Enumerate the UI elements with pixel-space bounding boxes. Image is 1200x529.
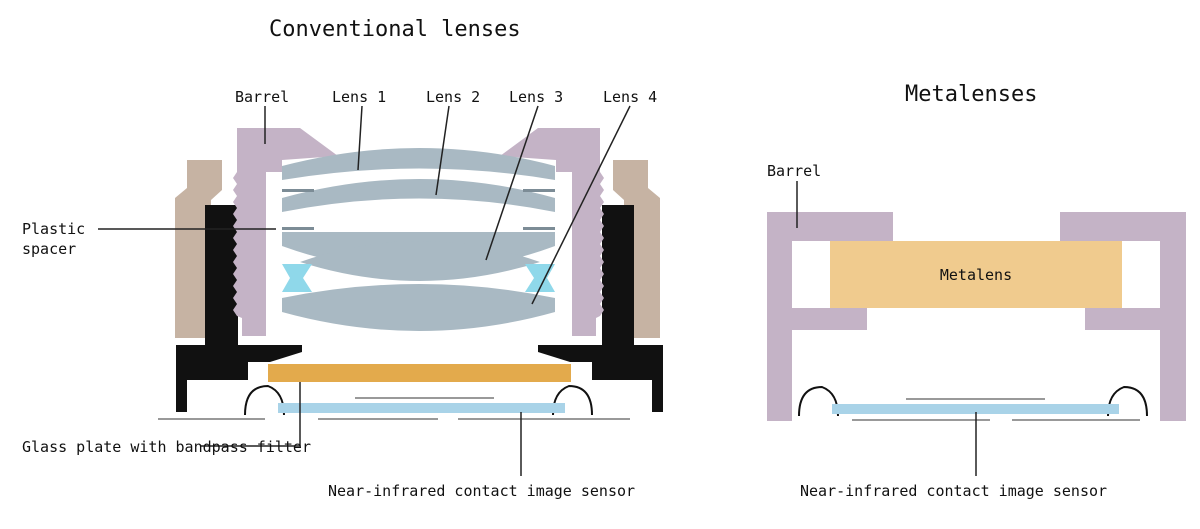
label-lens-1: Lens 1 — [332, 88, 387, 106]
black-housing-left — [176, 205, 302, 412]
leader-lens-2 — [435, 105, 450, 196]
metalens-assembly — [767, 181, 1186, 476]
metalens-barrel-left — [767, 212, 893, 421]
conventional-lens-assembly — [98, 105, 663, 476]
lens-3b-shape — [300, 241, 540, 281]
leader-lens-3 — [485, 105, 539, 261]
leader-lines-conventional — [98, 105, 631, 476]
barrel-right — [500, 128, 604, 336]
leader-lens-1 — [357, 105, 363, 171]
spacer-bar — [282, 189, 314, 192]
sensor-strip — [278, 403, 565, 413]
metalens-element — [830, 241, 1122, 308]
lens-2-shape — [282, 179, 555, 212]
spacer-bar — [523, 227, 555, 230]
metalens-sensor-strip — [832, 404, 1119, 414]
cyan-spacer-left — [282, 264, 312, 292]
label-sensor-metalens: Near-infrared contact image sensor — [800, 482, 1108, 500]
label-plastic-spacer-line2: spacer — [22, 240, 77, 258]
spacer-bar — [282, 227, 314, 230]
lens-1-shape — [282, 148, 555, 180]
label-glass-plate: Glass plate with bandpass filter — [22, 438, 311, 456]
spacer-bar — [523, 189, 555, 192]
label-metalens: Metalens — [939, 266, 1013, 284]
black-housing-right — [538, 205, 663, 412]
barrel-left — [233, 128, 338, 336]
label-metalens-barrel: Barrel — [767, 162, 822, 180]
leader-lines-metalens — [796, 181, 977, 476]
label-lens-2: Lens 2 — [426, 88, 481, 106]
label-plastic-spacer-line1: Plastic — [22, 220, 86, 238]
label-lens-3: Lens 3 — [509, 88, 564, 106]
glass-plate — [268, 364, 571, 382]
leader-lens-4 — [531, 105, 631, 305]
metalens-barrel-right — [1060, 212, 1186, 421]
label-sensor-conventional: Near-infrared contact image sensor — [328, 482, 636, 500]
label-barrel: Barrel — [235, 88, 290, 106]
lens-4-shape — [282, 284, 555, 331]
conventional-title: Conventional lenses — [269, 17, 521, 42]
metalenses-title: Metalenses — [905, 82, 1038, 107]
label-lens-4: Lens 4 — [603, 88, 658, 106]
